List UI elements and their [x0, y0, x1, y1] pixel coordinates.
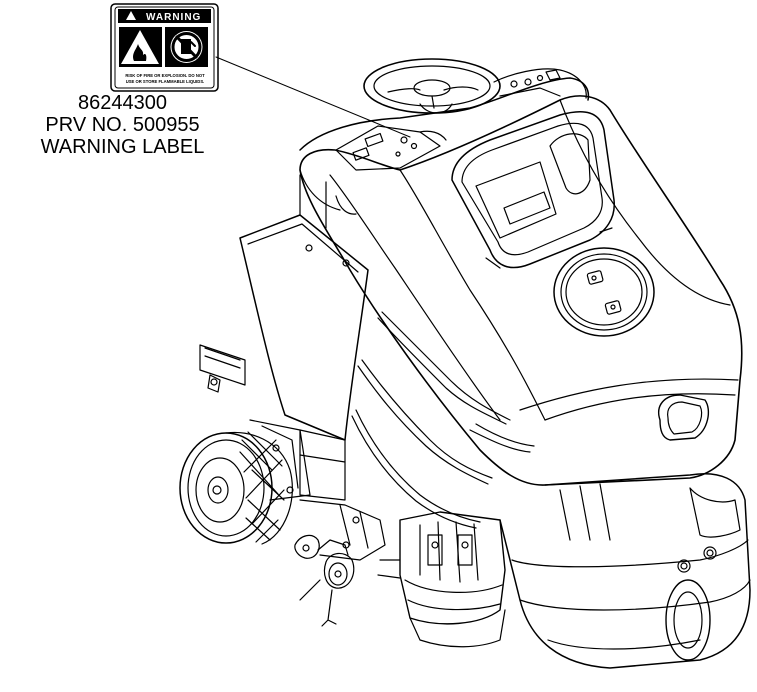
body-grooves	[351, 311, 535, 529]
rear-wheel	[179, 431, 293, 545]
warning-triangle-icon	[126, 11, 136, 20]
label-header-bar	[118, 9, 211, 23]
access-cover	[553, 247, 655, 337]
key-console	[335, 125, 441, 171]
flame-hazard-icon	[119, 27, 162, 67]
floor-scrubber	[179, 58, 751, 669]
leader-line	[215, 56, 411, 138]
hood	[299, 95, 743, 486]
prv-number: PRV NO. 500955	[45, 114, 200, 136]
side-handle	[658, 394, 710, 441]
part-description: WARNING LABEL	[40, 136, 205, 158]
front-wheel	[665, 579, 711, 661]
label-fine-print-1: RISK OF FIRE OR EXPLOSION. DO NOT	[125, 73, 205, 78]
label-header-text: WARNING	[146, 12, 201, 23]
display-panel	[451, 111, 615, 269]
pedal	[199, 344, 246, 386]
label-fine-print-2: USE OR STORE FLAMMABLE LIQUIDS.	[126, 79, 205, 84]
squeegee-assembly	[294, 499, 386, 627]
part-callout: 86244300 PRV NO. 500955 WARNING LABEL	[0, 92, 245, 158]
no-fuel-icon	[165, 27, 208, 67]
dash-top	[299, 77, 590, 151]
front-skirt	[499, 473, 751, 669]
brush-deck	[377, 511, 506, 648]
seat-panel	[239, 214, 369, 441]
warning-label: WARNING RISK OF FIRE OR EXPLOSION. DO NO…	[110, 3, 219, 92]
part-number: 86244300	[78, 92, 167, 114]
